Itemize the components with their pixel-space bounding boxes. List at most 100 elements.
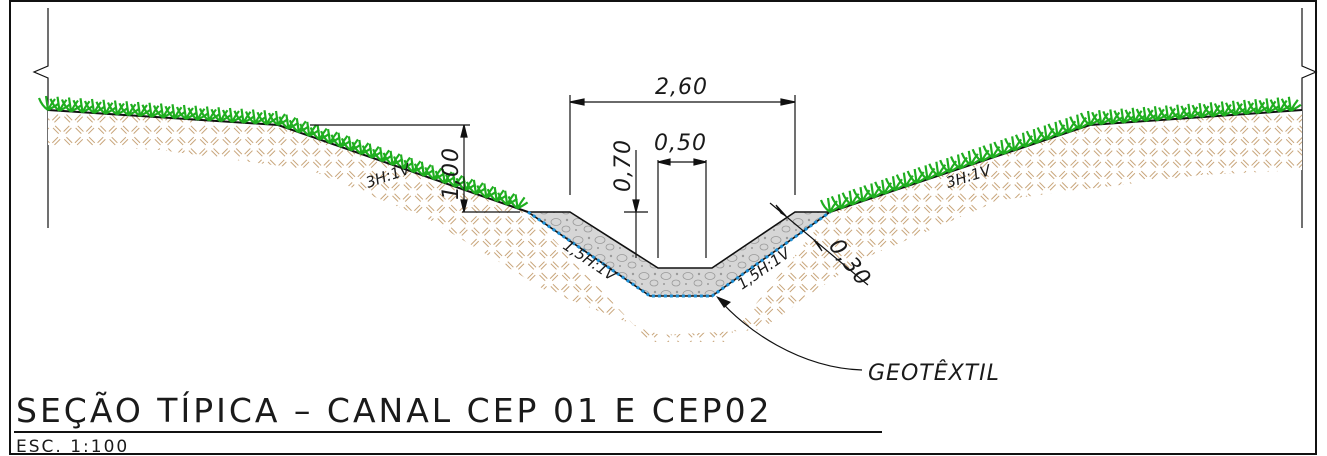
grass-tuft xyxy=(129,101,151,117)
grass-tuft xyxy=(164,104,186,120)
dim-bank-height-label: 1,00 xyxy=(439,147,464,200)
grass-tuft xyxy=(1124,107,1146,123)
drawing-title: SEÇÃO TÍPICA – CANAL CEP 01 E CEP02 xyxy=(16,390,773,430)
grass-tuft xyxy=(340,136,362,152)
grass-tuft xyxy=(1146,106,1168,122)
grass-tuft xyxy=(278,114,300,130)
grass-tuft xyxy=(1069,114,1090,130)
dim-lining-thickness xyxy=(769,202,869,286)
grass-tuft xyxy=(1280,96,1302,112)
geotextile-line xyxy=(527,210,831,298)
grass-tuft xyxy=(198,106,220,122)
geotextile-label: GEOTÊXTIL xyxy=(868,360,1000,386)
grass-tuft xyxy=(434,168,456,184)
grass-tuft xyxy=(971,147,993,163)
grass-tuft xyxy=(403,157,425,174)
grass-tuft xyxy=(949,154,971,170)
grass-tuft xyxy=(1014,132,1036,148)
grass-tuft xyxy=(874,179,895,195)
grass-tuft xyxy=(413,161,435,177)
grass-tuft xyxy=(382,150,404,166)
grass-tuft xyxy=(210,107,232,123)
dim-bottom-width-label: 0,50 xyxy=(654,131,707,156)
grass-tuft xyxy=(175,104,197,120)
grass-tuft xyxy=(906,168,928,184)
grass-tuft xyxy=(392,154,414,170)
grass-tuft xyxy=(320,128,341,145)
dim-bottom-width xyxy=(657,158,707,258)
grass-tuft xyxy=(106,100,128,116)
grass-tuft xyxy=(830,194,852,210)
grass-tuft xyxy=(37,95,59,111)
soil-hatch xyxy=(48,110,1302,342)
dim-channel-depth xyxy=(624,150,648,258)
grass-cover xyxy=(37,95,1302,213)
grass-tuft xyxy=(187,105,209,121)
grass-tuft xyxy=(1169,104,1190,120)
grass-tuft xyxy=(895,172,917,188)
grass-tuft xyxy=(372,147,393,163)
left-break-line xyxy=(32,8,49,228)
grass-tuft xyxy=(917,165,939,181)
grass-tuft xyxy=(1079,110,1101,126)
grass-tuft xyxy=(486,186,508,203)
grass-tuft xyxy=(476,183,497,199)
grass-tuft xyxy=(1225,100,1246,116)
grass-tuft xyxy=(299,121,320,137)
grass-tuft xyxy=(1102,109,1123,125)
grass-tuft xyxy=(1047,121,1069,137)
grass-tuft xyxy=(960,150,982,166)
grass-tuft xyxy=(309,125,331,141)
grass-tuft xyxy=(1135,106,1157,123)
grass-tuft xyxy=(445,172,466,188)
right-break-line xyxy=(1301,8,1318,228)
dim-top-width-label: 2,60 xyxy=(655,75,708,100)
grass-tuft xyxy=(1058,118,1079,134)
drawing-scale: ESC. 1:100 xyxy=(16,437,129,456)
grass-tuft xyxy=(1036,125,1058,141)
grass-tuft xyxy=(1269,97,1291,113)
grass-tuft xyxy=(884,176,906,192)
grass-tuft xyxy=(497,190,518,206)
grass-tuft xyxy=(1258,98,1280,114)
grass-tuft xyxy=(507,194,529,210)
grass-tuft xyxy=(1025,128,1047,145)
grass-tuft xyxy=(841,190,863,206)
grass-tuft xyxy=(118,101,140,117)
sheet-border xyxy=(9,0,1317,455)
grass-tuft xyxy=(993,139,1014,155)
grass-tuft xyxy=(1004,136,1025,152)
grass-tuft xyxy=(982,143,1004,159)
grass-tuft xyxy=(351,139,372,155)
grass-tuft xyxy=(1113,108,1135,124)
dim-bank-height xyxy=(310,124,520,213)
grass-tuft xyxy=(1202,102,1224,118)
grass-tuft xyxy=(141,102,163,118)
grass-tuft xyxy=(288,118,310,134)
grass-tuft xyxy=(267,110,289,126)
geotextile-leader xyxy=(716,296,863,371)
grass-tuft xyxy=(1180,103,1202,119)
grass-tuft xyxy=(852,186,874,203)
grass-tuft xyxy=(819,197,841,213)
grass-tuft xyxy=(49,96,71,112)
grass-tuft xyxy=(221,107,243,123)
grass-tuft xyxy=(424,165,445,181)
grass-tuft xyxy=(939,157,960,174)
grass-tuft xyxy=(233,108,255,124)
grass-tuft xyxy=(1247,99,1269,115)
grass-tuft xyxy=(330,132,352,148)
grass-tuft xyxy=(152,103,174,119)
grass-tuft xyxy=(928,161,949,177)
grass-tuft xyxy=(95,99,117,115)
grass-tuft xyxy=(465,179,487,195)
grass-tuft xyxy=(72,98,94,114)
grass-tuft xyxy=(863,183,884,199)
dim-channel-depth-label: 0,70 xyxy=(611,139,636,192)
grass-tuft xyxy=(83,98,105,114)
grass-tuft xyxy=(256,110,278,126)
grass-tuft xyxy=(60,97,82,113)
grass-tuft xyxy=(1191,102,1213,119)
